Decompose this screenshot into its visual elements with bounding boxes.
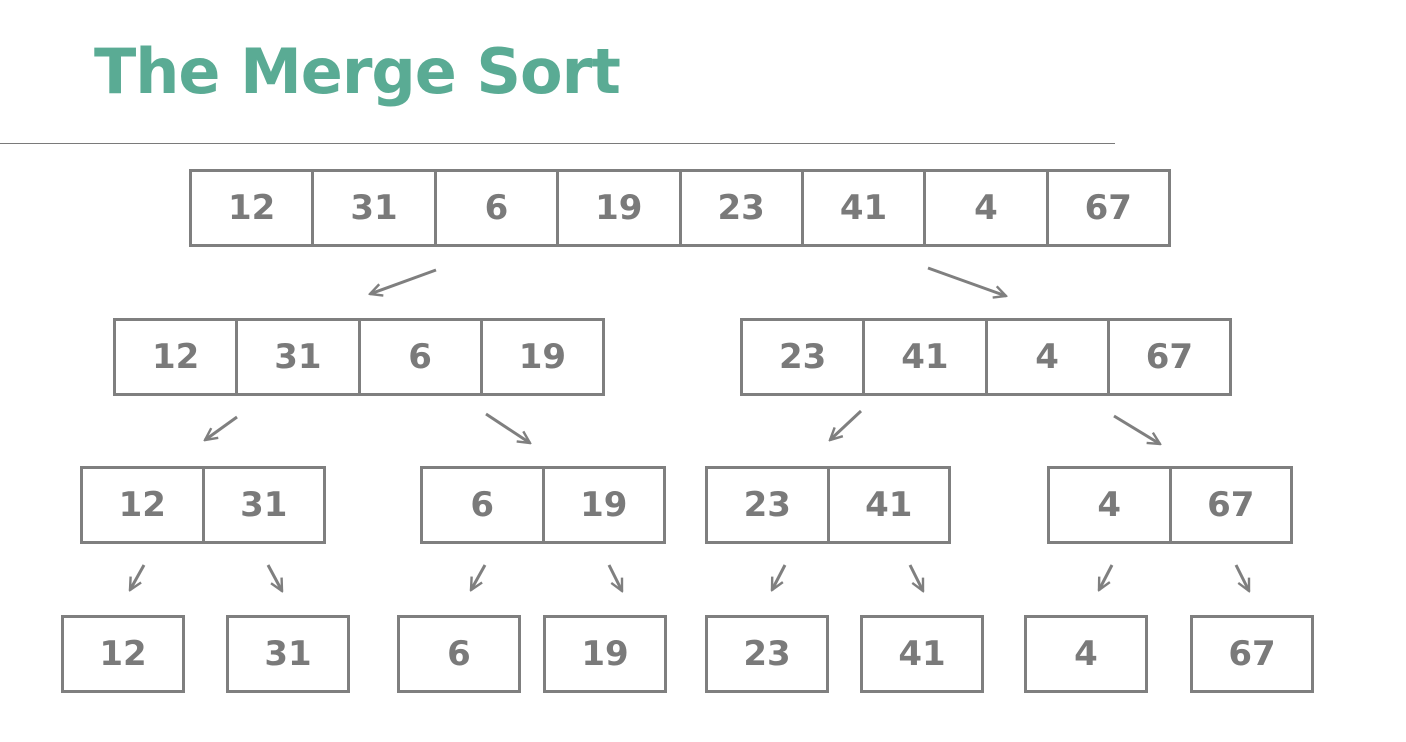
- array-single-1: 12: [61, 615, 185, 693]
- array-cell: 31: [311, 172, 433, 244]
- array-cell: 4: [984, 321, 1107, 393]
- array-cell: 41: [800, 172, 923, 244]
- arrow-down-right-icon: [1234, 564, 1251, 591]
- array-cell: 31: [201, 469, 324, 541]
- arrow-down-left-icon: [205, 415, 238, 440]
- array-cell: 31: [264, 634, 312, 674]
- array-cell: 19: [581, 634, 629, 674]
- array-cell: 6: [357, 321, 480, 393]
- array-cell: 67: [1168, 469, 1291, 541]
- arrow-down-left-icon: [471, 564, 487, 590]
- array-cell: 67: [1045, 172, 1168, 244]
- array-single-3: 6: [397, 615, 521, 693]
- arrow-down-right-icon: [266, 564, 284, 591]
- array-cell: 67: [1106, 321, 1229, 393]
- arrow-down-left-icon: [130, 564, 146, 590]
- array-cell: 19: [556, 172, 678, 244]
- array-single-4: 19: [543, 615, 667, 693]
- arrow-down-left-icon: [770, 564, 787, 590]
- array-cell: 41: [862, 321, 984, 393]
- arrow-down-right-icon: [927, 266, 1006, 296]
- array-cell: 12: [118, 485, 166, 525]
- array-cell: 23: [743, 485, 791, 525]
- arrow-down-left-icon: [830, 409, 863, 440]
- array-cell: 19: [479, 321, 602, 393]
- array-cell: 6: [433, 172, 556, 244]
- array-cell: 67: [1228, 634, 1276, 674]
- array-quarter-4: 4 67: [1047, 466, 1293, 544]
- array-cell: 31: [235, 321, 357, 393]
- array-single-7: 4: [1024, 615, 1148, 693]
- arrow-down-left-icon: [1097, 564, 1114, 590]
- array-single-8: 67: [1190, 615, 1314, 693]
- title-divider: [0, 143, 1115, 144]
- arrow-down-left-icon: [370, 268, 437, 294]
- array-cell: 4: [1097, 485, 1122, 525]
- array-cell: 23: [778, 337, 827, 377]
- array-cell: 41: [826, 469, 949, 541]
- array-quarter-3: 23 41: [705, 466, 951, 544]
- array-quarter-1: 12 31: [80, 466, 326, 544]
- arrow-down-right-icon: [1113, 414, 1160, 444]
- arrow-down-right-icon: [908, 564, 925, 591]
- array-cell: 23: [678, 172, 801, 244]
- array-cell: 41: [898, 634, 946, 674]
- array-cell: 19: [541, 469, 664, 541]
- array-quarter-2: 6 19: [420, 466, 666, 544]
- array-single-6: 41: [860, 615, 984, 693]
- array-cell: 6: [447, 634, 471, 674]
- array-cell: 6: [470, 485, 495, 525]
- array-single-2: 31: [226, 615, 350, 693]
- arrow-down-right-icon: [485, 412, 530, 443]
- arrow-down-right-icon: [607, 564, 624, 591]
- array-cell: 4: [1074, 634, 1098, 674]
- array-cell: 23: [743, 634, 791, 674]
- array-cell: 12: [151, 337, 200, 377]
- array-cell: 12: [228, 188, 276, 228]
- page-title: The Merge Sort: [94, 35, 621, 108]
- array-cell: 4: [923, 172, 1045, 244]
- array-single-5: 23: [705, 615, 829, 693]
- array-cell: 12: [99, 634, 147, 674]
